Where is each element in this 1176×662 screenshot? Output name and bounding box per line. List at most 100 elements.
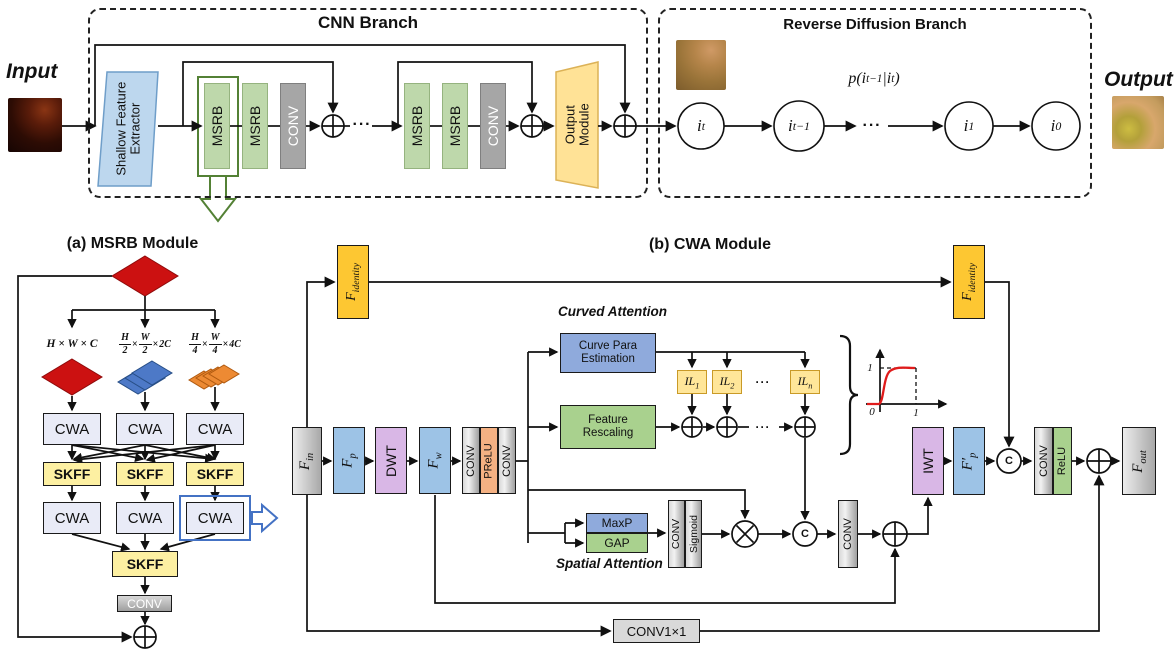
il-block-1[interactable]: IL1 bbox=[677, 370, 707, 394]
msrb-sum-node bbox=[133, 625, 157, 649]
final-conv-strip[interactable]: CONV bbox=[1034, 427, 1053, 495]
cwa-label: CWA bbox=[54, 420, 90, 438]
prelu-strip[interactable]: PReLU bbox=[480, 427, 498, 494]
maxp-block[interactable]: MaxP bbox=[586, 513, 648, 533]
msrb-diamonds bbox=[41, 255, 240, 396]
shallow-extractor-shape bbox=[97, 71, 159, 187]
iwt-block[interactable]: IWT bbox=[912, 427, 944, 495]
output-module-shape bbox=[555, 61, 599, 189]
dwt-label: DWT bbox=[383, 444, 400, 477]
relu-strip[interactable]: ReLU bbox=[1053, 427, 1072, 495]
msrb-zoom-arrow bbox=[198, 175, 238, 223]
cpe-line1: Curve Para bbox=[578, 339, 638, 352]
conv-block-1[interactable]: CONV bbox=[280, 83, 306, 169]
skff-block-2[interactable]: SKFF bbox=[116, 462, 174, 486]
conv-strip-b[interactable]: CONV bbox=[498, 427, 516, 494]
sigmoid-strip[interactable]: Sigmoid bbox=[685, 500, 702, 568]
noisy-image bbox=[676, 40, 726, 90]
cwa-block-2[interactable]: CWA bbox=[116, 413, 174, 445]
diffusion-ellipsis: ··· bbox=[862, 117, 882, 134]
conv-label: CONV bbox=[842, 518, 854, 550]
cnn-branch-title: CNN Branch bbox=[317, 13, 419, 32]
spatial-conv-strip[interactable]: CONV bbox=[668, 500, 685, 568]
gap-block[interactable]: GAP bbox=[586, 533, 648, 553]
conv-label: CONV bbox=[127, 596, 162, 611]
msrb-label: MSRB bbox=[209, 105, 226, 147]
cwa-label: CWA bbox=[127, 509, 163, 527]
cwa-block-5[interactable]: CWA bbox=[116, 502, 174, 534]
conv1x1-block[interactable]: CONV1×1 bbox=[613, 619, 700, 643]
skff-label: SKFF bbox=[196, 466, 234, 482]
cwa-block-3[interactable]: CWA bbox=[186, 413, 244, 445]
il-block-n[interactable]: ILn bbox=[790, 370, 820, 394]
f-identity-left[interactable]: Fidentity bbox=[337, 245, 369, 319]
f-out-block[interactable]: Fout bbox=[1122, 427, 1156, 495]
msrb-label: MSRB bbox=[247, 105, 264, 147]
maxp-label: MaxP bbox=[601, 516, 633, 530]
conv-block-2[interactable]: CONV bbox=[480, 83, 506, 169]
msrb-block-2[interactable]: MSRB bbox=[242, 83, 268, 169]
cwa-block-6[interactable]: CWA bbox=[186, 502, 244, 534]
input-image bbox=[8, 98, 62, 152]
msrb-block-1[interactable]: MSRB bbox=[204, 83, 230, 169]
conv-final-block[interactable]: CONV bbox=[117, 595, 172, 612]
skff-block-3[interactable]: SKFF bbox=[186, 462, 244, 486]
cwa-block-1[interactable]: CWA bbox=[43, 413, 101, 445]
post-concat-conv[interactable]: CONV bbox=[838, 500, 858, 568]
f-w-block[interactable]: Fw bbox=[419, 427, 451, 494]
conv-label: CONV bbox=[670, 518, 683, 550]
cwa-highlight-outline bbox=[179, 495, 251, 541]
cwa-label: CWA bbox=[54, 509, 90, 527]
skff-block-1[interactable]: SKFF bbox=[43, 462, 101, 486]
cwa-wires bbox=[306, 276, 1121, 637]
sum-chain-ellipsis: ··· bbox=[755, 420, 771, 434]
cwa-zoom-arrow bbox=[251, 502, 279, 534]
concat-node-1: C bbox=[801, 528, 809, 540]
skff-final-block[interactable]: SKFF bbox=[112, 551, 178, 577]
msrb-block-3[interactable]: MSRB bbox=[404, 83, 430, 169]
cnn-wires bbox=[62, 44, 677, 132]
curved-attention-title: Curved Attention bbox=[558, 304, 667, 319]
dwt-block[interactable]: DWT bbox=[375, 427, 407, 494]
f-in-block[interactable]: Fin bbox=[292, 427, 322, 495]
graph-x-one-label: 1 bbox=[913, 406, 919, 419]
diffusion-state-circles bbox=[677, 100, 1081, 152]
feature-rescaling-block[interactable]: Feature Rescaling bbox=[560, 405, 656, 449]
msrb-wires bbox=[17, 275, 220, 643]
cpe-line2: Estimation bbox=[581, 353, 635, 365]
msrb-label: MSRB bbox=[409, 105, 426, 147]
gap-label: GAP bbox=[604, 536, 630, 550]
il-block-2[interactable]: IL2 bbox=[712, 370, 742, 394]
curve-para-estimation-block[interactable]: Curve Para Estimation bbox=[560, 333, 656, 373]
il-ellipsis: ··· bbox=[755, 375, 771, 389]
output-image bbox=[1112, 96, 1164, 149]
conv-strip-a[interactable]: CONV bbox=[462, 427, 480, 494]
f-p-block[interactable]: Fp bbox=[333, 427, 365, 494]
msrb-module-title: (a) MSRB Module bbox=[66, 235, 199, 252]
graph-y-one-label: 1 bbox=[867, 361, 873, 374]
relu-label: ReLU bbox=[1056, 446, 1069, 476]
cwa-label: CWA bbox=[197, 509, 233, 527]
msrb-label: MSRB bbox=[447, 105, 464, 147]
skff-label: SKFF bbox=[126, 466, 164, 482]
prelu-label: PReLU bbox=[483, 442, 495, 479]
fr-line2: Rescaling bbox=[582, 427, 634, 439]
cwa-module-title: (b) CWA Module bbox=[648, 236, 772, 253]
cwa-block-4[interactable]: CWA bbox=[43, 502, 101, 534]
fr-line1: Feature bbox=[588, 413, 628, 426]
f-identity-right[interactable]: Fidentity bbox=[953, 245, 985, 319]
msrb-block-4[interactable]: MSRB bbox=[442, 83, 468, 169]
output-label: Output bbox=[1104, 68, 1173, 91]
f-p-prime-block[interactable]: F′p bbox=[953, 427, 985, 495]
cwa-op-nodes bbox=[681, 416, 1112, 548]
